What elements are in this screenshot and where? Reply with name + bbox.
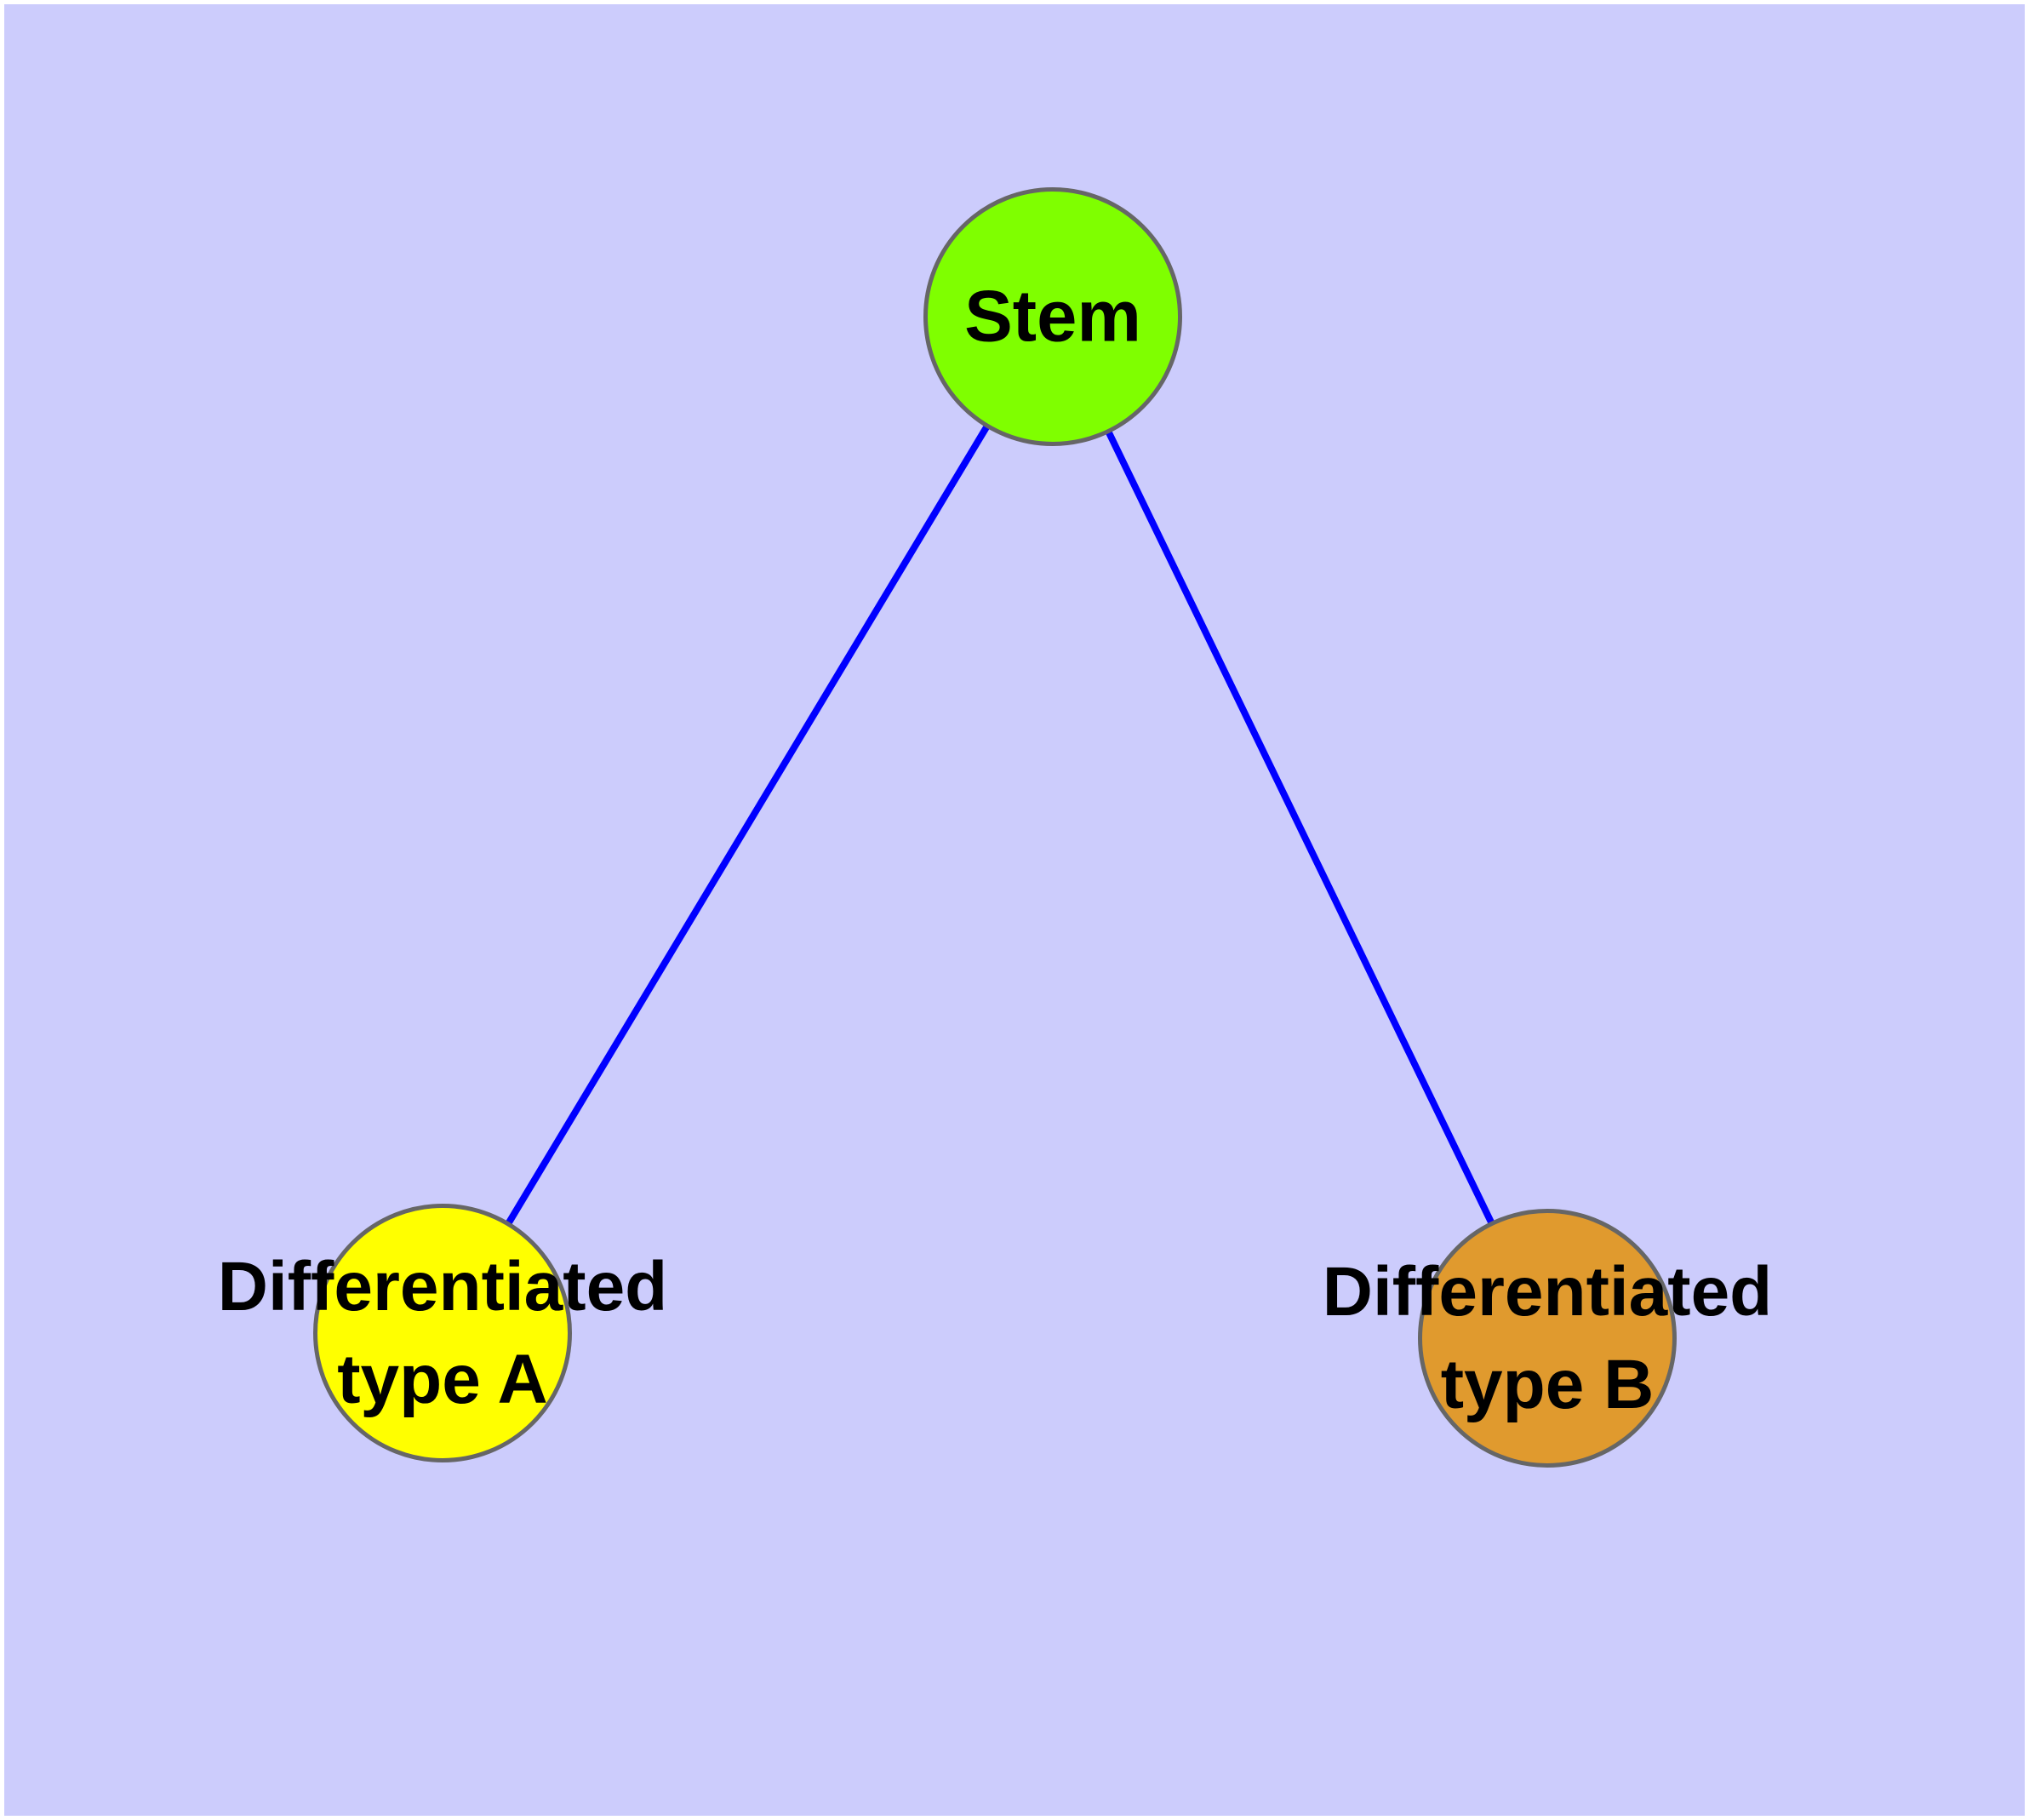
- node-stem-label: Stem: [964, 276, 1141, 358]
- node-differentiated-type-b-label: Differentiated type B: [1322, 1252, 1773, 1423]
- node-stem[interactable]: Stem: [923, 187, 1182, 446]
- node-differentiated-type-b[interactable]: Differentiated type B: [1323, 1209, 1772, 1468]
- node-layer: Stem Differentiated type A Differentiate…: [4, 4, 2025, 1816]
- node-differentiated-type-a[interactable]: Differentiated type A: [218, 1204, 667, 1462]
- graph-canvas: Stem Differentiated type A Differentiate…: [4, 4, 2025, 1816]
- node-differentiated-type-a-label: Differentiated type A: [217, 1247, 668, 1418]
